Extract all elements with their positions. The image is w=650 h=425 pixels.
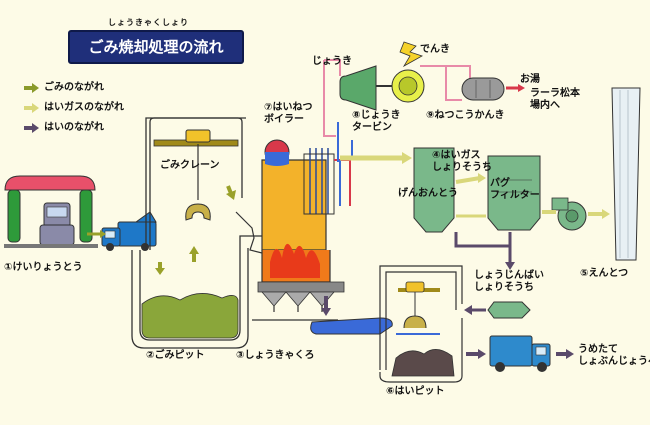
- legend-arrows: [24, 83, 39, 133]
- page-title: ごみ焼却処理の流れ: [68, 30, 244, 64]
- legend-garbage-flow: ごみのながれ: [44, 82, 104, 93]
- label-landfill: うめたて しょぶんじょうへ: [578, 344, 650, 367]
- ash-truck: [489, 335, 551, 372]
- label-ash-pit: ⑥はいピット: [386, 386, 445, 397]
- weighbridge: [4, 175, 98, 248]
- label-electricity: でんき: [420, 44, 450, 55]
- legend-ash-flow: はいのながれ: [44, 122, 104, 133]
- incinerator: [235, 139, 351, 321]
- label-garbage-pit: ②ごみピット: [146, 350, 205, 361]
- label-steam: じょうき: [312, 56, 352, 67]
- label-cooling-tower: げんおんとう: [398, 188, 458, 199]
- heat-exchanger: [461, 77, 525, 101]
- ash-pit-building: [379, 265, 463, 383]
- garbage-truck: [101, 211, 157, 251]
- label-chimney: ⑤えんとつ: [580, 268, 629, 279]
- label-hot-water: お湯: [520, 74, 540, 85]
- ash-conveyor: [310, 296, 393, 335]
- ash-treatment-unit: [464, 301, 531, 319]
- label-crane: ごみクレーン: [160, 160, 220, 171]
- label-heat-exchanger: ⑨ねつこうかんき: [426, 110, 505, 121]
- label-ash-treatment: しょうじんばい しょりそうち: [474, 270, 544, 293]
- title-ruby: しょうきゃくしょり: [108, 18, 189, 27]
- label-bag-filter: バグ フィルター: [490, 178, 540, 201]
- plant-building: [131, 117, 262, 349]
- chimney: [611, 87, 641, 261]
- label-turbine: ⑧じょうき タービン: [352, 110, 401, 133]
- label-boiler: ⑦はいねつ ボイラー: [264, 102, 313, 125]
- label-weighbridge: ①けいりょうとう: [4, 262, 83, 273]
- label-incinerator: ③しょうきゃくろ: [236, 350, 315, 361]
- label-destination: ラーラ松本 場内へ: [530, 88, 580, 111]
- gas-treatment: [413, 147, 610, 233]
- label-gas-treatment: ④はいガス しょりそうち: [432, 150, 492, 173]
- steam-turbine: [339, 41, 425, 111]
- legend-exhaust-flow: はいガスのながれ: [44, 102, 124, 113]
